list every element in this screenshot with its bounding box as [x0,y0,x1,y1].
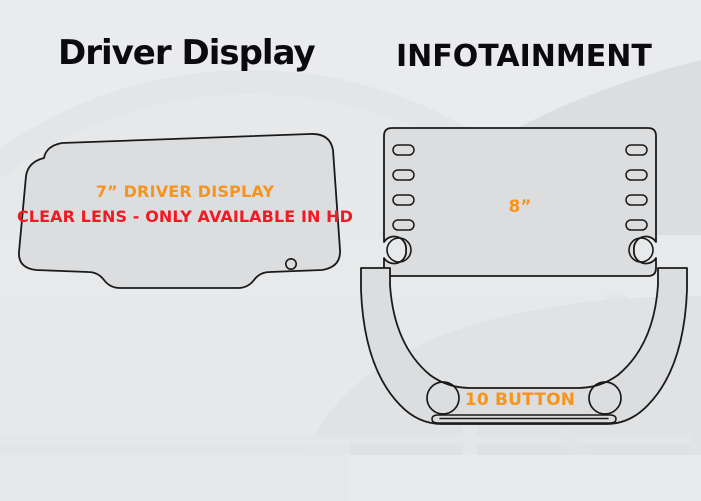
callout-driver-size: 7” DRIVER DISPLAY [95,182,275,201]
page-title-infotainment: INFOTAINMENT [396,39,652,74]
callout-infotainment-buttons: 10 BUTTON [464,390,576,410]
callout-infotainment-size: 8” [508,197,532,217]
page-title-driver-display: Driver Display [58,33,316,73]
watermark-footer-left [0,440,350,501]
callout-driver-note: CLEAR LENS - ONLY AVAILABLE IN HD [16,207,354,226]
watermark-band [0,235,701,295]
